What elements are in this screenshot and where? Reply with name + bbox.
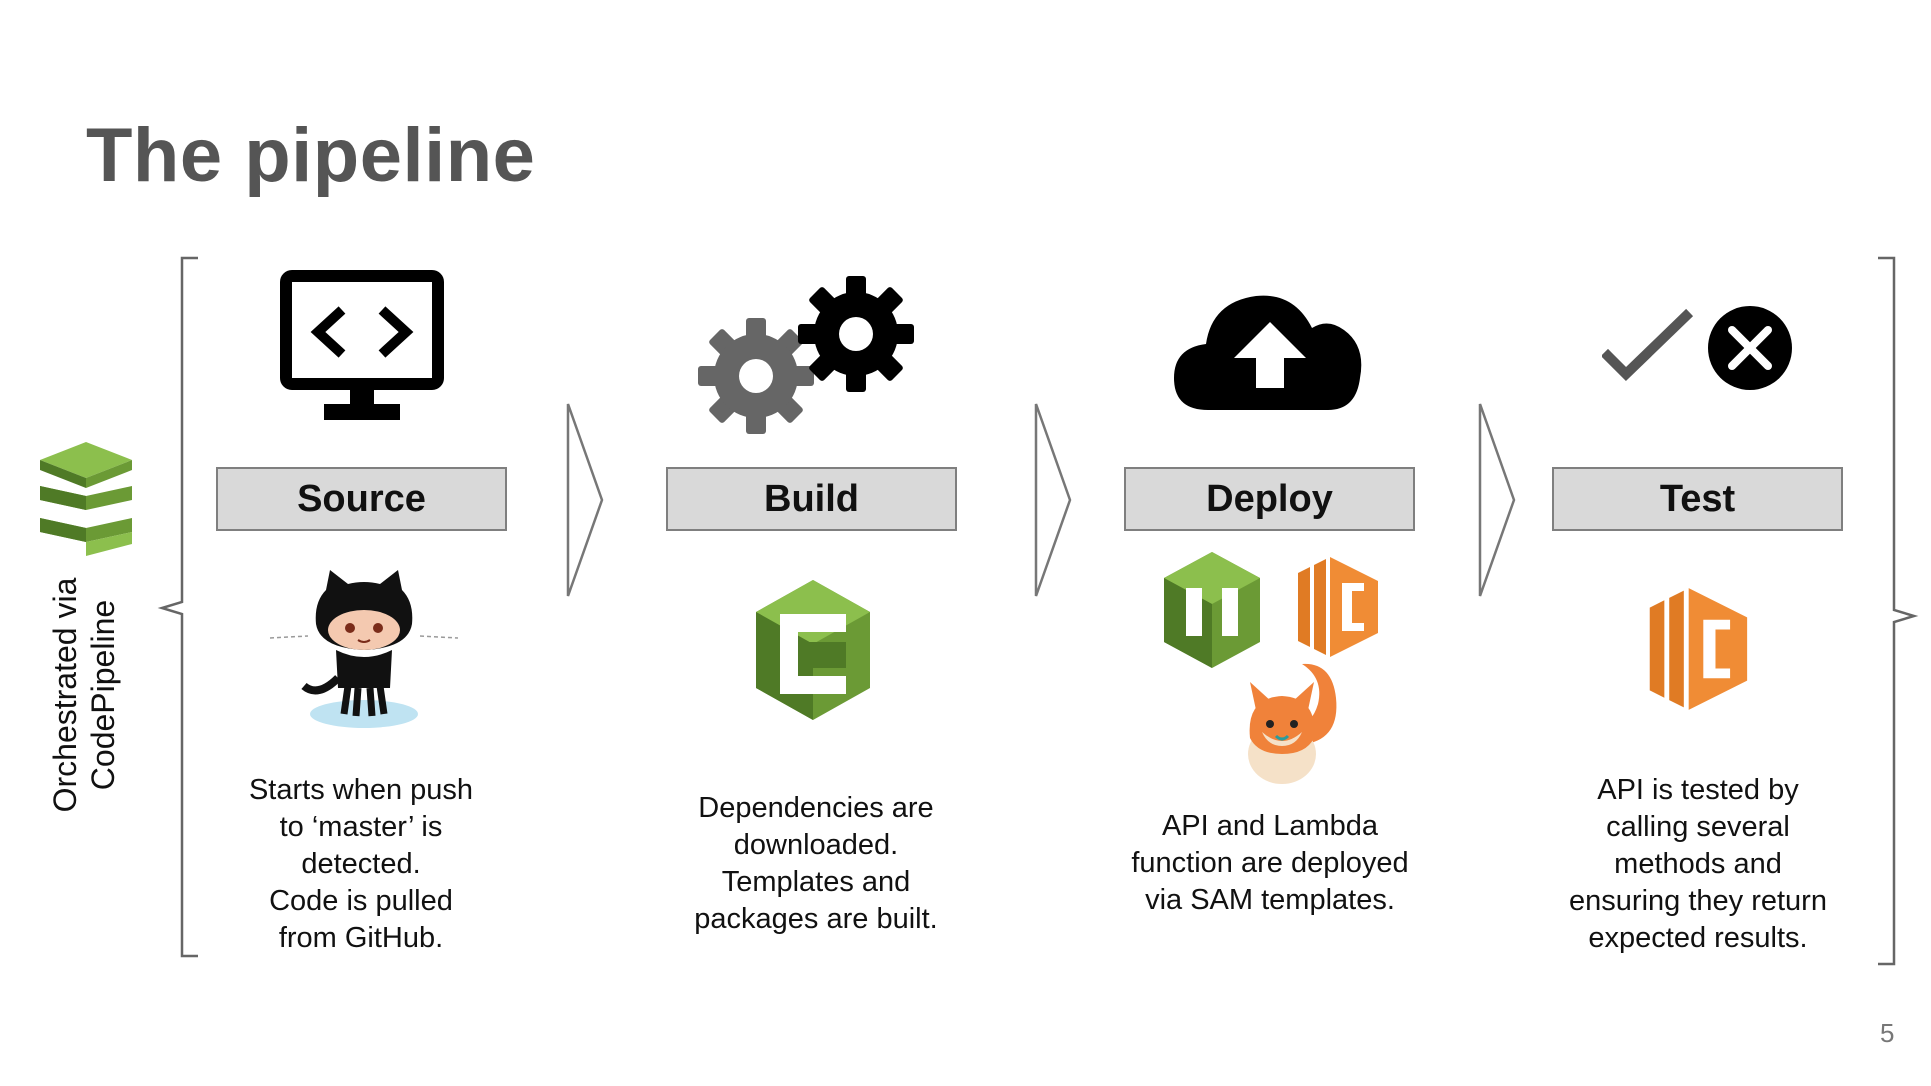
stage-box-deploy: Deploy — [1124, 467, 1415, 531]
code-monitor-icon — [280, 270, 444, 420]
orchestrator-line: Orchestrated via — [47, 577, 83, 813]
lambda-icon — [1298, 557, 1378, 657]
description-line: methods and — [1614, 848, 1782, 880]
orchestrator-line: CodePipeline — [85, 599, 121, 791]
left-bracket — [157, 256, 198, 958]
sam-squirrel-icon — [1248, 663, 1337, 784]
description-line: calling several — [1606, 811, 1790, 843]
description-line: API is tested by — [1597, 774, 1799, 806]
stage-description-test: API is tested by calling several methods… — [1528, 772, 1868, 957]
description-line: packages are built. — [694, 903, 938, 935]
description-line: via SAM templates. — [1145, 884, 1395, 916]
stage-description-source: Starts when push to ‘master’ is detected… — [196, 772, 526, 957]
description-line: expected results. — [1588, 922, 1808, 954]
description-line: Templates and — [721, 866, 911, 898]
github-octocat-icon — [269, 570, 459, 728]
description-line: Dependencies are — [698, 792, 934, 824]
right-bracket — [1878, 256, 1919, 966]
gears-icon — [698, 276, 914, 434]
page-number: 5 — [1880, 1018, 1895, 1048]
stage-description-build: Dependencies are downloaded. Templates a… — [656, 790, 976, 938]
description-line: downloaded. — [733, 829, 899, 861]
chevron-arrow-2 — [1034, 403, 1072, 597]
cloudformation-icon — [1164, 552, 1260, 668]
cloud-upload-icon — [1174, 295, 1362, 410]
codepipeline-icon — [40, 442, 132, 556]
chevron-arrow-1 — [566, 403, 604, 597]
description-line: API and Lambda — [1161, 810, 1379, 842]
description-line: Code is pulled — [269, 885, 453, 917]
description-line: Starts when push — [248, 774, 474, 806]
description-line: detected. — [301, 848, 421, 880]
orchestrator-label: Orchestrated via CodePipeline — [46, 570, 136, 820]
stage-box-build: Build — [666, 467, 957, 531]
lambda-icon — [1649, 588, 1748, 710]
codebuild-icon — [756, 580, 870, 720]
slide-title: The pipeline — [86, 113, 536, 198]
stage-box-test: Test — [1552, 467, 1843, 531]
chevron-arrow-3 — [1478, 403, 1516, 597]
description-line: to ‘master’ is — [279, 811, 443, 843]
stage-description-deploy: API and Lambda function are deployed via… — [1110, 808, 1430, 919]
description-line: from GitHub. — [278, 922, 444, 954]
description-line: function are deployed — [1131, 847, 1409, 879]
stage-box-source: Source — [216, 467, 507, 531]
check-and-cross-icon — [1602, 306, 1792, 390]
description-line: ensuring they return — [1569, 885, 1827, 917]
